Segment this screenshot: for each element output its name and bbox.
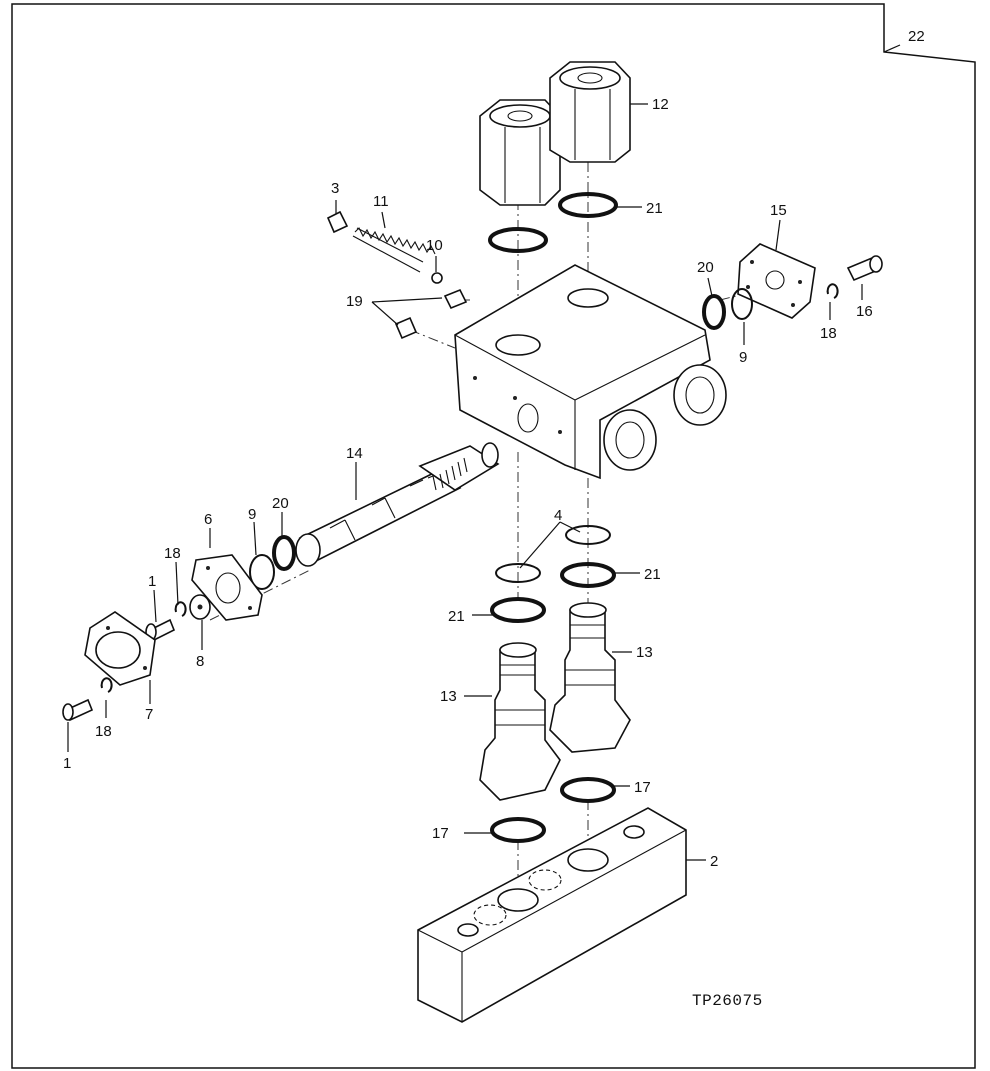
backup-ring-9-left	[249, 554, 275, 590]
callout-12: 12	[652, 96, 669, 113]
washer-18-right	[826, 283, 839, 299]
plug-19-upper	[443, 288, 468, 310]
callout-18-right: 18	[820, 325, 837, 342]
flange-6	[191, 554, 263, 621]
callout-13-left: 13	[440, 688, 457, 705]
plug-19-lower	[394, 316, 418, 340]
callout-10: 10	[426, 237, 443, 254]
manifold-block-2	[417, 807, 687, 1023]
callout-17-right: 17	[634, 779, 651, 796]
o-ring-upper-left	[488, 227, 548, 253]
page-border	[11, 3, 976, 1069]
spring-11	[352, 227, 436, 273]
callout-4: 4	[554, 507, 562, 524]
callout-18-mid: 18	[164, 545, 181, 562]
callout-9-right: 9	[739, 349, 747, 366]
callout-11: 11	[373, 193, 389, 210]
callout-21-lower-right: 21	[644, 566, 661, 583]
shim-8	[189, 594, 211, 620]
backup-ring-9-right	[731, 288, 753, 320]
callout-3: 3	[331, 180, 339, 197]
callout-9-left: 9	[248, 506, 256, 523]
figure-id: TP26075	[692, 992, 763, 1010]
end-cap-7	[84, 611, 156, 686]
callout-13-right: 13	[636, 644, 653, 661]
callout-2: 2	[710, 853, 718, 870]
plug-3	[326, 210, 349, 234]
callout-8: 8	[196, 653, 204, 670]
check-valve-13-right	[549, 602, 631, 753]
callout-20-left: 20	[272, 495, 289, 512]
check-valve-13-left	[479, 642, 561, 801]
o-ring-20-left	[272, 535, 296, 571]
callout-1-lower: 1	[63, 755, 71, 772]
o-ring-17-left	[490, 817, 546, 843]
hex-fitting-right	[549, 61, 631, 163]
page-number: 22	[908, 28, 925, 45]
o-ring-upper-right	[558, 192, 618, 218]
callout-7: 7	[145, 706, 153, 723]
callout-20-right: 20	[697, 259, 714, 276]
leader-lines	[67, 103, 863, 861]
callout-21-lower-left: 21	[448, 608, 465, 625]
screw-1-lower	[62, 698, 94, 722]
washer-18-lower	[100, 677, 113, 693]
callout-15: 15	[770, 202, 787, 219]
callout-1-upper: 1	[148, 573, 156, 590]
washer-18-mid	[174, 601, 187, 617]
callout-21-upper: 21	[646, 200, 663, 217]
callout-labels: 12 21 3 11 10 19 15 20 16 18 9 14 4 21 2…	[63, 96, 873, 870]
hex-fitting-left	[479, 99, 561, 206]
o-ring-17-right	[560, 777, 616, 803]
callout-19: 19	[346, 293, 363, 310]
o-ring-21-lower-right	[560, 562, 616, 588]
callout-17-left: 17	[432, 825, 449, 842]
ball-10	[431, 272, 443, 284]
o-ring-4-right	[565, 525, 611, 545]
screw-1-upper	[145, 618, 176, 642]
bolt-16	[846, 255, 883, 282]
o-ring-20-right	[702, 294, 726, 330]
page-corner-tab	[883, 44, 901, 53]
o-ring-21-lower-left	[490, 597, 546, 623]
callout-14: 14	[346, 445, 363, 462]
valve-body	[454, 264, 727, 480]
assembly-centerlines	[209, 162, 761, 900]
o-ring-4-left	[495, 563, 541, 583]
callout-16: 16	[856, 303, 873, 320]
cover-plate-15	[737, 243, 816, 319]
callout-18-lower: 18	[95, 723, 112, 740]
callout-6: 6	[204, 511, 212, 528]
spool-14	[295, 442, 500, 567]
